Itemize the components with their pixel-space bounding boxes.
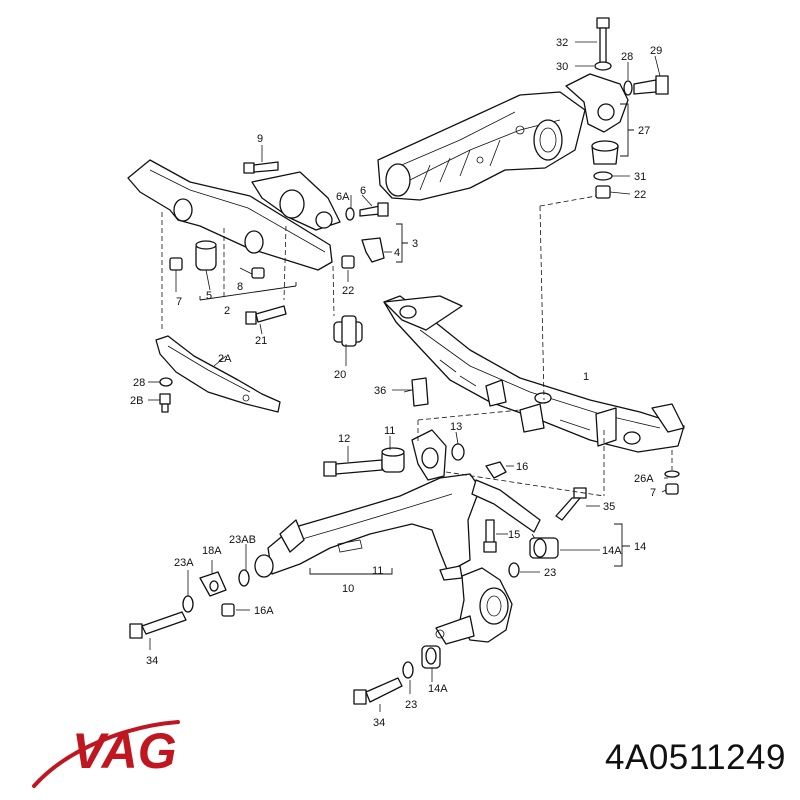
callout-label: 6: [360, 185, 366, 197]
callout-label: 11: [372, 565, 383, 577]
callout-label: 30: [556, 61, 568, 73]
callout-label: 4: [394, 247, 400, 259]
callout-label: 16: [516, 461, 528, 473]
callout-label: 16A: [254, 605, 274, 617]
callout-label: 2: [224, 305, 230, 317]
callout-label: 13: [450, 421, 462, 433]
nut-22: [341, 255, 355, 269]
bolt-32: [596, 17, 610, 65]
bolt-12: [323, 459, 383, 477]
clip-4: [361, 237, 385, 263]
callout-label: 14: [634, 541, 646, 553]
callout-label: 7: [176, 296, 182, 308]
wheel-hub: [435, 565, 513, 645]
washer-28-right: [623, 80, 633, 96]
washer-31: [593, 171, 613, 181]
callout-label: 32: [556, 37, 568, 49]
nut-16a: [221, 603, 235, 617]
washer-13: [451, 443, 465, 461]
bushing-11: [381, 447, 405, 473]
callout-label: 31: [634, 171, 646, 183]
callout-label: 22: [634, 189, 646, 201]
callout-label: 14A: [428, 683, 448, 695]
subframe-1: [383, 295, 685, 453]
callout-label: 14A: [602, 545, 622, 557]
callout-label: 27: [638, 125, 650, 137]
vag-logo: VAG: [32, 720, 180, 788]
washer-23: [508, 562, 520, 578]
callout-label: 23A: [174, 557, 194, 569]
dashed-guides: [161, 195, 673, 541]
callout-label: 2B: [130, 395, 143, 407]
callout-label: 34: [146, 655, 158, 667]
callout-label: 28: [133, 377, 145, 389]
callout-label: 8: [237, 281, 243, 293]
nut-8: [251, 267, 265, 279]
lower-arm-10: [254, 429, 481, 578]
bushing-20: [333, 315, 363, 347]
callout-label: 5: [206, 290, 212, 302]
callout-label: 23: [405, 699, 417, 711]
callout-label: 36: [374, 385, 386, 397]
bracket-2a: [155, 335, 281, 413]
bolt-29: [633, 75, 669, 95]
bolt-34: [353, 677, 403, 705]
bolt-2b: [159, 393, 171, 413]
callout-brackets: [199, 103, 634, 575]
link-15: [471, 479, 541, 553]
mount-bracket-27: [565, 73, 629, 165]
callout-label: 23AB: [229, 534, 256, 546]
nut-7: [169, 257, 183, 271]
bushing-14a-lower: [421, 645, 441, 669]
brand-name: VAG: [72, 723, 177, 779]
nut-22-right: [595, 185, 611, 199]
callout-label: 3: [412, 238, 418, 250]
washer-23a: [182, 595, 194, 613]
callout-label: 28: [621, 51, 633, 63]
bushing-5: [195, 240, 217, 271]
callout-label: 23: [544, 567, 556, 579]
leader-lines: [148, 41, 668, 712]
washer-23ab: [238, 569, 250, 587]
callout-label: 26A: [634, 473, 654, 485]
callout-label: 20: [334, 369, 346, 381]
nut-16: [485, 461, 507, 479]
washer-23-lower: [402, 661, 414, 679]
callout-label: 21: [255, 335, 267, 347]
bolt-6: [345, 202, 389, 221]
callout-label: 2A: [218, 353, 232, 365]
bolt-21: [245, 305, 287, 325]
callout-label: 15: [508, 529, 520, 541]
callout-label: 18A: [202, 545, 222, 557]
callout-label: 29: [650, 45, 662, 57]
callout-label: 9: [257, 133, 263, 145]
nut-7-right: [665, 483, 679, 495]
bracket-18a: [199, 571, 227, 597]
callout-label: 7: [650, 487, 656, 499]
bolt-34-left: [129, 611, 187, 639]
bolt-9: [243, 161, 279, 174]
callout-label: 1: [583, 371, 589, 383]
callout-label: 10: [342, 583, 354, 595]
bushing-14a: [529, 537, 559, 559]
upper-arm-assembly: [127, 159, 341, 271]
callout-label: 34: [373, 717, 385, 729]
differential-housing: [377, 91, 586, 201]
callout-label: 6A: [336, 191, 350, 203]
washer-30: [594, 61, 612, 71]
part-number: 4A0511249: [605, 738, 786, 777]
bracket-36: [403, 377, 429, 407]
bolt-35: [555, 487, 587, 521]
washer-26a: [664, 470, 680, 478]
callout-label: 22: [342, 285, 354, 297]
washer-28: [159, 377, 173, 387]
callout-label: 12: [338, 433, 350, 445]
callout-label: 11: [384, 425, 395, 437]
callout-labels: 9 6A 6 3 4 22 8 7 5 2 21 20 2A 28 2B 32 …: [130, 37, 662, 729]
callout-label: 35: [603, 501, 615, 513]
